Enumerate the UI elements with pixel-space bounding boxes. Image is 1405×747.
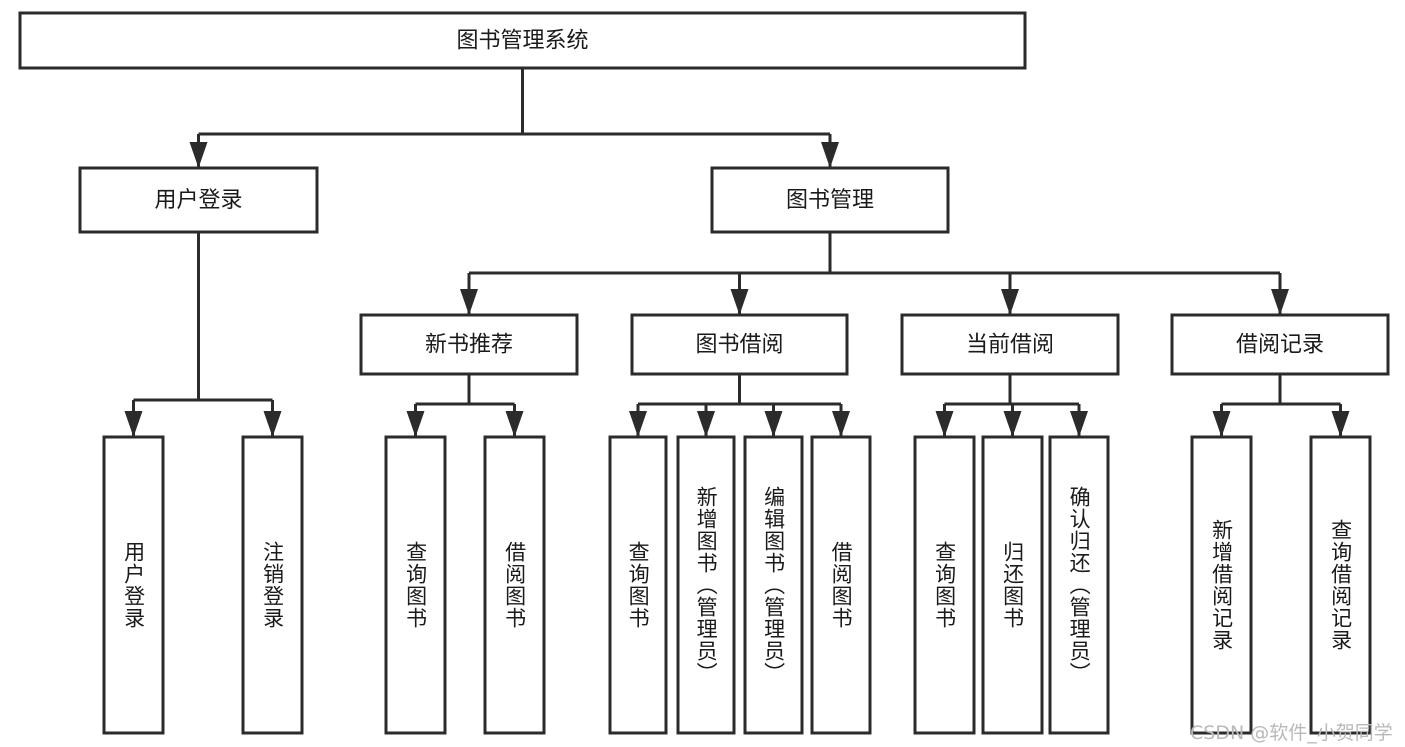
arrow-head-icon <box>935 411 954 437</box>
leaf-label-4: 查询图书 <box>626 541 651 629</box>
arrow-head-icon <box>764 411 783 437</box>
leaf-label-10: 确认归还（管理员） <box>1067 486 1092 684</box>
label-level1-0: 用户登录 <box>154 188 242 213</box>
node-leaf-5[interactable] <box>676 435 736 735</box>
node-leaf-1[interactable] <box>241 435 304 735</box>
arrow-head-icon <box>406 411 425 437</box>
node-level2-1[interactable] <box>630 313 849 376</box>
arrow-head-icon <box>821 142 839 168</box>
arrow-head-icon <box>730 289 749 315</box>
leaf-label-8: 查询图书 <box>932 541 957 629</box>
node-boxes <box>18 11 1390 735</box>
leaf-label-5: 新增图书（管理员） <box>694 486 719 684</box>
arrow-head-icon <box>1070 411 1088 437</box>
node-leaf-10[interactable] <box>1048 435 1110 735</box>
arrow-head-icon <box>1212 411 1231 437</box>
label-level2-0: 新书推荐 <box>425 333 513 358</box>
leaf-label-2: 查询图书 <box>403 541 428 629</box>
label-level2-2: 当前借阅 <box>966 333 1054 358</box>
arrow-head-icon <box>1271 289 1289 315</box>
label-level1-1: 图书管理 <box>786 188 874 213</box>
node-level1-0[interactable] <box>78 166 319 234</box>
arrow-head-icon <box>505 411 524 437</box>
node-leaf-2[interactable] <box>384 435 447 735</box>
node-root-图书管理系统[interactable] <box>18 11 1027 70</box>
watermark-text: CSDN @软件_小贺同学 <box>1190 722 1393 744</box>
label-level2-1: 图书借阅 <box>695 333 783 358</box>
node-leaf-7[interactable] <box>810 435 872 735</box>
arrow-head-icon <box>263 411 282 437</box>
node-level2-3[interactable] <box>1170 313 1390 376</box>
arrow-head-icon <box>697 411 715 437</box>
leaf-label-9: 归还图书 <box>1000 541 1025 629</box>
node-leaf-6[interactable] <box>743 435 804 735</box>
node-level1-1[interactable] <box>710 166 950 234</box>
arrow-head-icon <box>629 411 647 437</box>
leaf-label-3: 借阅图书 <box>502 541 527 629</box>
leaf-label-1: 注销登录 <box>260 541 285 629</box>
arrow-head-icon <box>1001 289 1019 315</box>
arrow-head-icon <box>189 142 208 168</box>
arrow-head-icon <box>1331 411 1350 437</box>
leaf-label-7: 借阅图书 <box>829 541 854 629</box>
node-leaf-8[interactable] <box>913 435 976 735</box>
leaf-label-12: 查询借阅记录 <box>1328 519 1353 651</box>
leaf-label-6: 编辑图书（管理员） <box>761 486 786 684</box>
connector-lines <box>124 68 1350 437</box>
arrow-head-icon <box>460 289 478 315</box>
leaf-label-11: 新增借阅记录 <box>1209 519 1234 651</box>
arrow-head-icon <box>124 411 143 437</box>
node-leaf-3[interactable] <box>483 435 546 735</box>
node-leaf-11[interactable] <box>1190 435 1253 735</box>
node-leaf-9[interactable] <box>981 435 1044 735</box>
arrow-head-icon <box>832 411 850 437</box>
label-level2-3: 借阅记录 <box>1236 333 1324 358</box>
node-leaf-12[interactable] <box>1309 435 1372 735</box>
node-level2-0[interactable] <box>359 313 579 376</box>
leaf-label-0: 用户登录 <box>121 541 146 629</box>
arrow-head-icon <box>1003 411 1022 437</box>
label-root: 图书管理系统 <box>456 29 588 54</box>
node-leaf-0[interactable] <box>102 435 165 735</box>
node-leaf-4[interactable] <box>608 435 668 735</box>
node-level2-2[interactable] <box>900 313 1120 376</box>
